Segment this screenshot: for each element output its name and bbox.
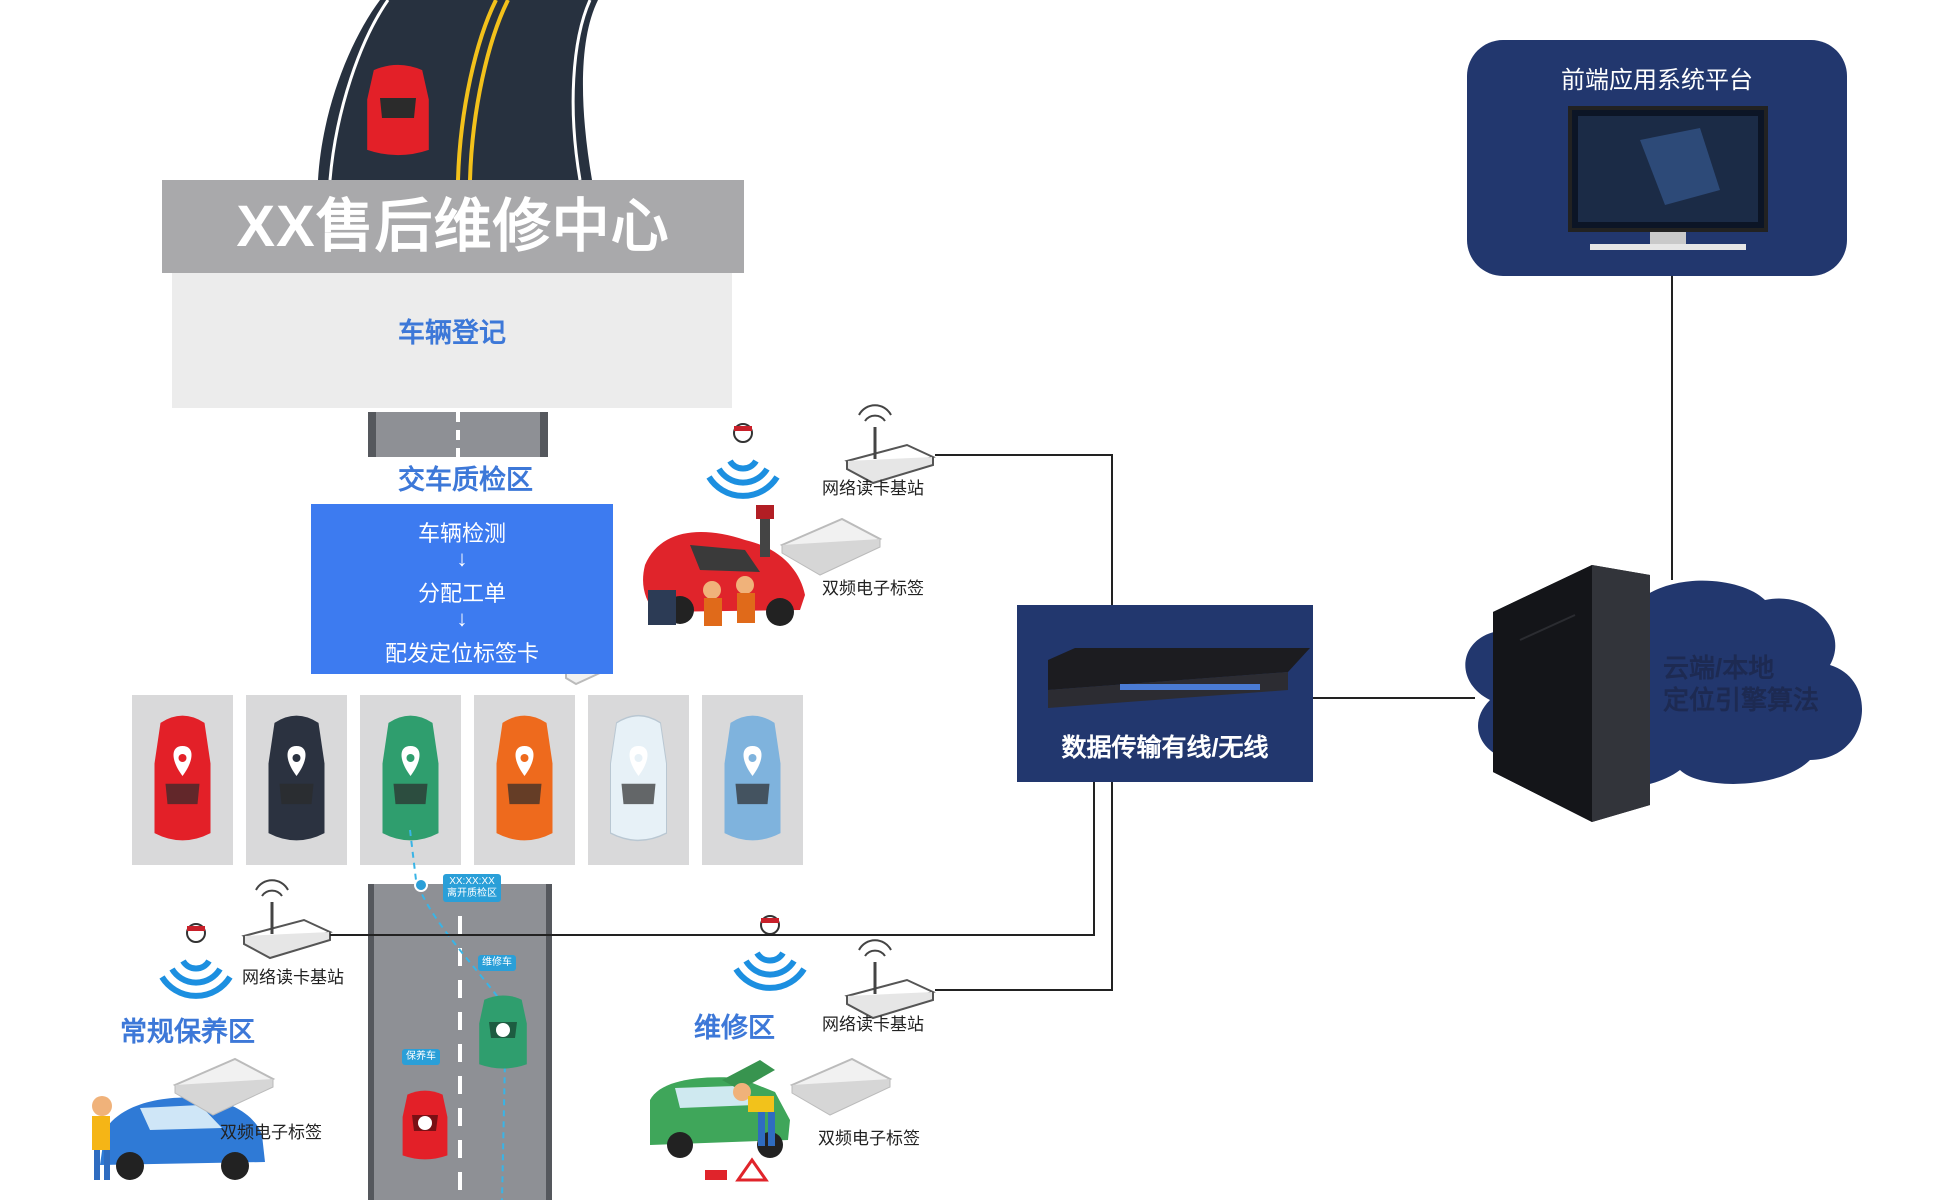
parked-car-icon [382,715,439,841]
parked-car-icon [154,715,211,841]
center-title: XX售后维修中心 [162,180,744,273]
parked-car-icon [496,715,553,841]
cloud-engine-line2: 定位引擎算法 [1663,685,1820,715]
signal-icon-routine [162,923,230,996]
parking-row [132,695,803,865]
parking-slot [246,695,347,865]
tag-label-routine: 双频电子标签 [220,1123,322,1142]
signal-icon-repair [736,915,804,988]
inspection-zone-label: 交车质检区 [398,465,533,495]
process-box: 车辆检测 ↓ 分配工单 ↓ 配发定位标签卡 [311,504,613,674]
network-switch-icon [1048,648,1310,708]
signal-icon-inspection [709,423,777,496]
router-icon-inspection [845,403,935,485]
parked-car-icon [724,715,781,841]
parking-slot [360,695,461,865]
registration-box: 车辆登记 [172,273,732,408]
parked-car-icon [609,714,668,842]
tag-label-inspection: 双频电子标签 [822,579,924,598]
router-icon-repair [845,938,935,1020]
base-station-label-repair: 网络读卡基站 [822,1015,924,1034]
server-icon [1493,565,1650,822]
entry-car-icon [367,64,429,156]
track-leave-text: 离开质检区 [447,888,497,899]
base-station-label-inspection: 网络读卡基站 [822,479,924,498]
repair-car-illustration [650,1060,790,1182]
network-wiring [330,276,1673,991]
tag-card-icon-inspection [781,518,881,576]
repair-car-icon [479,995,527,1069]
routine-zone-label: 常规保养区 [120,1017,255,1047]
router-icon-routine [242,878,332,960]
main-road [368,884,552,1200]
parking-slot [132,695,233,865]
down-arrow-icon: ↓ [456,546,468,571]
cloud-engine-line1: 云端/本地 [1663,653,1775,683]
inspection-car-illustration [643,505,805,626]
parked-car-icon [268,715,325,841]
down-arrow-icon: ↓ [456,606,468,631]
process-step-assign: 分配工单 [417,581,506,606]
cloud-engine-label: 云端/本地 定位引擎算法 [1663,652,1819,716]
data-transmission-label: 数据传输有线/无线 [1061,734,1269,762]
track-start-marker [414,878,428,892]
entry-road [318,0,598,181]
repair-zone-label: 维修区 [694,1013,775,1043]
parking-slot [702,695,803,865]
process-step-detect: 车辆检测 [417,521,506,546]
track-time-text: XX:XX:XX [449,876,495,887]
parking-slot [588,695,689,865]
base-station-label-routine: 网络读卡基站 [242,968,344,987]
track-time-chip: XX:XX:XX 离开质检区 [443,874,501,902]
tag-label-repair: 双频电子标签 [818,1129,920,1148]
monitor-icon [1568,106,1768,250]
tag-card-icon-repair [791,1058,891,1116]
maintenance-car-icon [402,1090,448,1160]
platform-title: 前端应用系统平台 [1561,67,1753,94]
maintenance-car-chip: 保养车 [402,1049,440,1065]
process-step-issue-tag: 配发定位标签卡 [384,641,539,666]
repair-car-chip: 维修车 [478,955,516,971]
road-connector [368,412,548,457]
washing-car-illustration [92,1096,265,1180]
parking-slot [474,695,575,865]
